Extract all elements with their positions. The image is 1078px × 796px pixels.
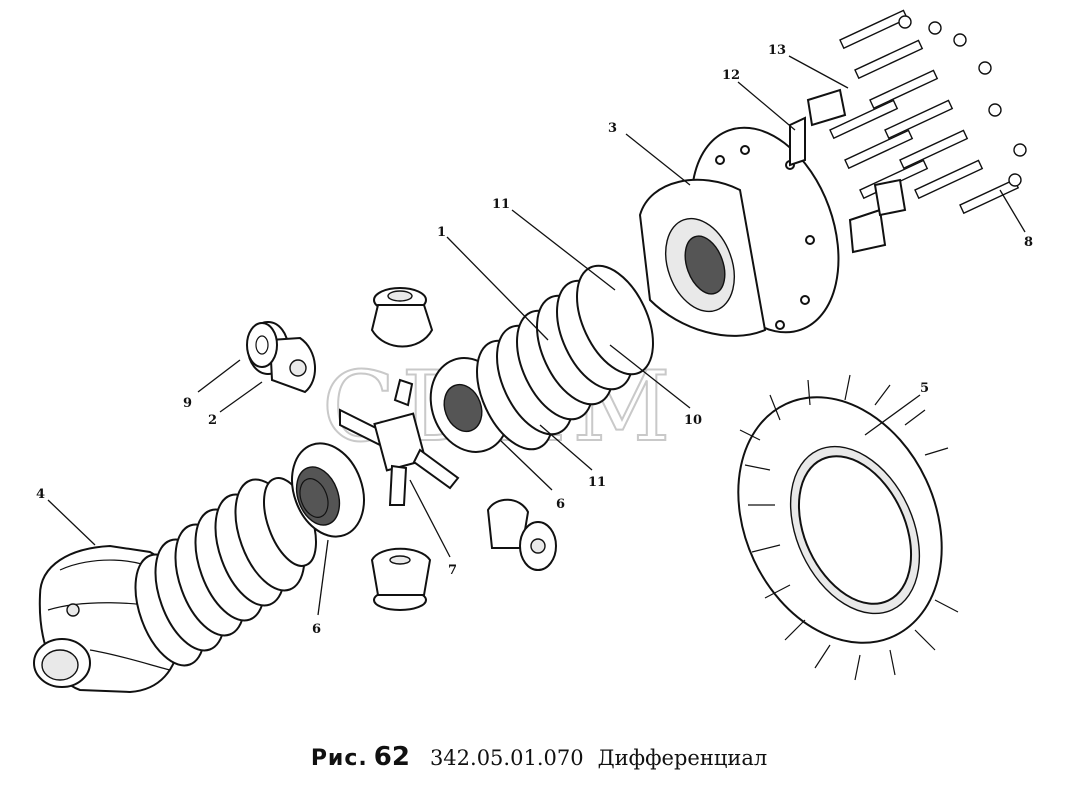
callout-13: 13 <box>768 43 786 58</box>
callout-6-lower: 6 <box>312 622 321 637</box>
pinion-gear-bottom <box>370 547 432 611</box>
callout-8: 8 <box>1024 235 1033 250</box>
callout-labels: 1 2 3 4 5 6 6 7 8 9 10 11 11 12 13 <box>36 43 1033 637</box>
callout-7: 7 <box>448 563 457 578</box>
figure-caption: Рис.62 342.05.01.070 Дифференциал <box>0 742 1078 772</box>
callout-4: 4 <box>36 487 45 502</box>
caption-title: Дифференциал <box>597 746 768 770</box>
spider-cross <box>339 378 460 506</box>
left-clutch-pack <box>134 477 317 667</box>
callout-6-upper: 6 <box>556 497 565 512</box>
callout-9: 9 <box>183 396 192 411</box>
caption-number: 62 <box>373 742 410 772</box>
right-clutch-pack <box>476 264 654 451</box>
caption-code: 342.05.01.070 <box>429 746 584 770</box>
callout-12: 12 <box>722 68 740 83</box>
caption-prefix: Рис. <box>310 746 368 771</box>
callout-11-lower: 11 <box>588 475 606 490</box>
callout-3: 3 <box>608 121 617 136</box>
callout-5: 5 <box>920 381 929 396</box>
ring-gear <box>737 374 959 681</box>
pinion-gear-right <box>486 498 557 571</box>
bolts-and-lock-plates <box>789 9 1027 254</box>
callout-1: 1 <box>437 225 446 240</box>
right-case-half <box>638 126 840 337</box>
callout-11-upper: 11 <box>492 197 510 212</box>
callout-10: 10 <box>684 413 702 428</box>
callout-2: 2 <box>208 413 217 428</box>
leader-lines <box>47 55 1026 616</box>
pinion-gear-top <box>370 287 434 348</box>
side-gear-lower <box>291 442 365 538</box>
thrust-washer <box>246 322 278 368</box>
